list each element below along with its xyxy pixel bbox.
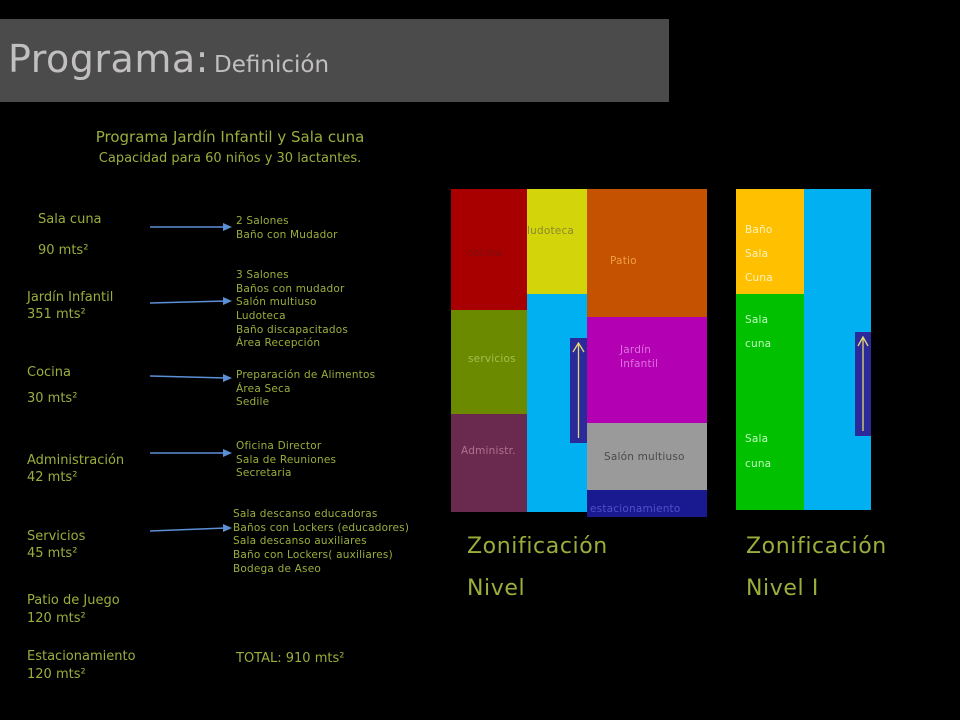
detail-line: Salón multiuso: [236, 296, 317, 309]
item-area-cocina: 30 mts²: [27, 391, 78, 406]
zone-label-administr: Administr.: [461, 445, 516, 457]
up-arrow-icon: [857, 336, 869, 431]
zone-label-sala-3: Sala: [745, 433, 769, 445]
title-bar: [0, 19, 669, 102]
intro-line-1: Programa Jardín Infantil y Sala cuna: [95, 128, 365, 146]
zone-administr: Administr.: [451, 414, 527, 512]
item-name-sala-cuna: Sala cuna: [38, 212, 102, 227]
zoning-title-1: Zonificación: [467, 534, 608, 559]
zone-sala-cuna-2: Sala cuna: [736, 405, 804, 510]
item-name-estacionamiento: Estacionamiento: [27, 649, 136, 664]
details-jardin: 3 Salones Baños con mudador Salón multiu…: [236, 269, 348, 351]
zone-ludoteca: ludoteca: [527, 189, 587, 294]
item-name-servicios: Servicios: [27, 529, 86, 544]
zone-label-ludoteca: ludoteca: [527, 225, 575, 237]
item-name-cocina: Cocina: [27, 365, 71, 380]
detail-line: Baño discapacitados: [236, 323, 349, 336]
zoning-level-2: Nivel I: [746, 576, 819, 601]
item-area-servicios: 45 mts²: [27, 546, 78, 561]
stair-block-2: [855, 332, 871, 436]
detail-line: Sedile: [236, 396, 270, 409]
arrow-icon: [150, 524, 232, 532]
detail-line: Área Seca: [236, 382, 291, 395]
zone-servicios: servicios: [451, 310, 527, 414]
zone-label-salon: Salón multiuso: [604, 451, 685, 463]
detail-line: Preparación de Alimentos: [236, 369, 376, 381]
zone-cocina: cocina: [451, 189, 527, 310]
item-name-jardin: Jardín Infantil: [27, 290, 114, 305]
details-cocina: Preparación de Alimentos Área Seca Sedil…: [236, 369, 375, 410]
arrow-icon: [150, 449, 232, 457]
detail-line: Baños con mudador: [236, 282, 345, 295]
item-area-sala-cuna: 90 mts²: [38, 243, 89, 258]
zone-label-sala-2: Sala: [745, 314, 769, 326]
zone-sala-cuna-1: Sala cuna: [736, 294, 804, 405]
zone-label-cuna-1: Cuna: [745, 272, 773, 284]
zoning-level-1: Nivel: [467, 576, 526, 601]
arrow-icon: [150, 297, 232, 305]
detail-line: Sala descanso auxiliares: [233, 535, 367, 548]
detail-line: 3 Salones: [236, 269, 289, 281]
zone-label-cocina: cocina: [467, 247, 503, 259]
zone-label-jardin-2: Infantil: [620, 358, 659, 370]
zone-label-cuna-3: cuna: [745, 458, 772, 470]
details-servicios: Sala descanso educadoras Baños con Locke…: [233, 508, 409, 576]
item-name-patio: Patio de Juego: [27, 593, 120, 608]
details-sala-cuna: 2 Salones Baño con Mudador: [236, 215, 338, 242]
zone-label-patio: Patio: [610, 255, 637, 267]
detail-line: Baño con Lockers( auxiliares): [233, 548, 393, 561]
arrow-icon: [150, 223, 232, 231]
zone-salon: Salón multiuso: [587, 423, 707, 490]
title-main: Programa:: [8, 37, 209, 81]
item-name-administracion: Administración: [27, 453, 125, 468]
zone-patio: Patio: [587, 189, 707, 317]
zone-label-sala-1: Sala: [745, 248, 769, 260]
detail-line: Área Recepción: [236, 337, 321, 350]
detail-line: Ludoteca: [236, 309, 286, 322]
arrow-icon: [150, 374, 232, 382]
detail-line: Oficina Director: [236, 440, 322, 452]
details-administracion: Oficina Director Sala de Reuniones Secre…: [236, 440, 336, 481]
detail-line: Secretaria: [236, 467, 292, 480]
stair-block: [570, 338, 587, 443]
zone-label-bano: Baño: [745, 224, 773, 236]
detail-line: Sala descanso educadoras: [233, 508, 378, 520]
intro-line-2: Capacidad para 60 niños y 30 lactantes.: [98, 151, 362, 166]
zone-label-estacionamiento: estacionamiento: [590, 503, 681, 515]
item-area-patio: 120 mts²: [27, 611, 86, 626]
detail-line: Baño con Mudador: [236, 228, 338, 241]
zone-estacionamiento: estacionamiento: [587, 490, 707, 517]
zone-label-jardin-1: Jardín: [620, 344, 652, 356]
zone-jardin: Jardín Infantil: [587, 317, 707, 423]
total-area: TOTAL: 910 mts²: [236, 651, 345, 666]
zone-label-servicios: servicios: [468, 353, 516, 365]
detail-line: 2 Salones: [236, 215, 289, 227]
detail-line: Bodega de Aseo: [233, 562, 321, 575]
zoning-title-2: Zonificación: [746, 534, 887, 559]
page-title: Programa: Definición: [8, 40, 329, 78]
title-sub: Definición: [214, 52, 330, 78]
detail-line: Baños con Lockers (educadores): [233, 521, 410, 534]
item-area-jardin: 351 mts²: [27, 307, 86, 322]
up-arrow-icon: [572, 342, 585, 438]
zone-label-cuna-2: cuna: [745, 338, 772, 350]
detail-line: Sala de Reuniones: [236, 453, 337, 466]
item-area-estacionamiento: 120 mts²: [27, 667, 86, 682]
zone-bano-sala-cuna: Baño Sala Cuna: [736, 189, 804, 294]
item-area-administracion: 42 mts²: [27, 470, 78, 485]
